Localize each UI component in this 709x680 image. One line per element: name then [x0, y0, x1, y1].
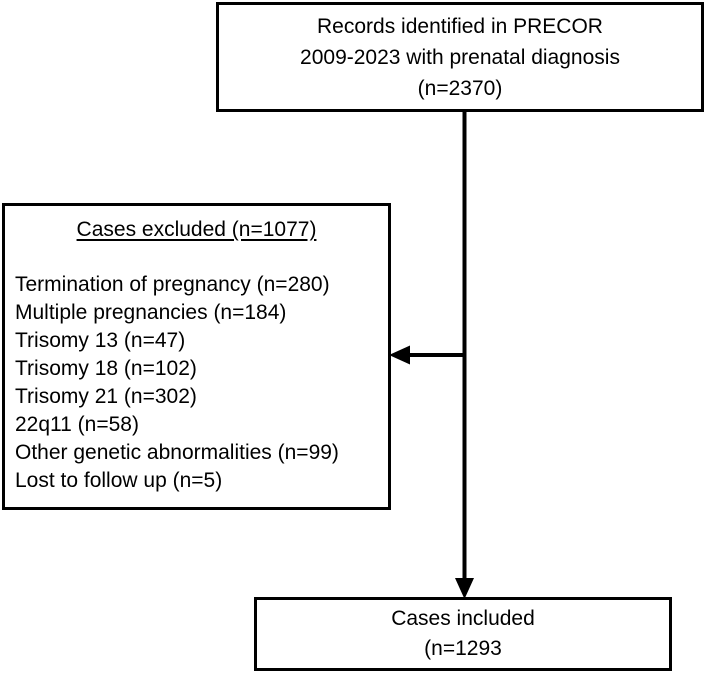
list-item: 22q11 (n=58) — [15, 413, 139, 436]
list-item: Trisomy 18 (n=102) — [15, 357, 197, 380]
list-item: Other genetic abnormalities (n=99) — [15, 441, 339, 464]
records-identified-line-2: 2009-2023 with prenatal diagnosis — [300, 45, 620, 69]
list-item: Trisomy 21 (n=302) — [15, 385, 197, 408]
cases-included-box: Cases included (n=1293 — [254, 597, 672, 671]
records-identified-box: Records identified in PRECOR 2009-2023 w… — [216, 2, 704, 112]
list-item: Multiple pregnancies (n=184) — [15, 301, 287, 324]
cases-included-line-1: Cases included — [391, 607, 535, 630]
list-item: Lost to follow up (n=5) — [15, 469, 223, 492]
records-identified-line-3: (n=2370) — [417, 76, 503, 100]
left-arrowhead-icon — [389, 345, 410, 365]
down-arrowhead-icon — [455, 578, 474, 599]
list-item: Termination of pregnancy (n=280) — [15, 273, 330, 296]
cases-excluded-header: Cases excluded (n=1077) — [76, 218, 317, 241]
records-identified-line-1: Records identified in PRECOR — [317, 14, 603, 38]
cases-included-line-2: (n=1293 — [424, 637, 502, 660]
list-item: Trisomy 13 (n=47) — [15, 329, 186, 352]
cases-excluded-list: Termination of pregnancy (n=280) Multipl… — [5, 271, 388, 495]
cases-excluded-box: Cases excluded (n=1077) Termination of p… — [2, 203, 391, 510]
